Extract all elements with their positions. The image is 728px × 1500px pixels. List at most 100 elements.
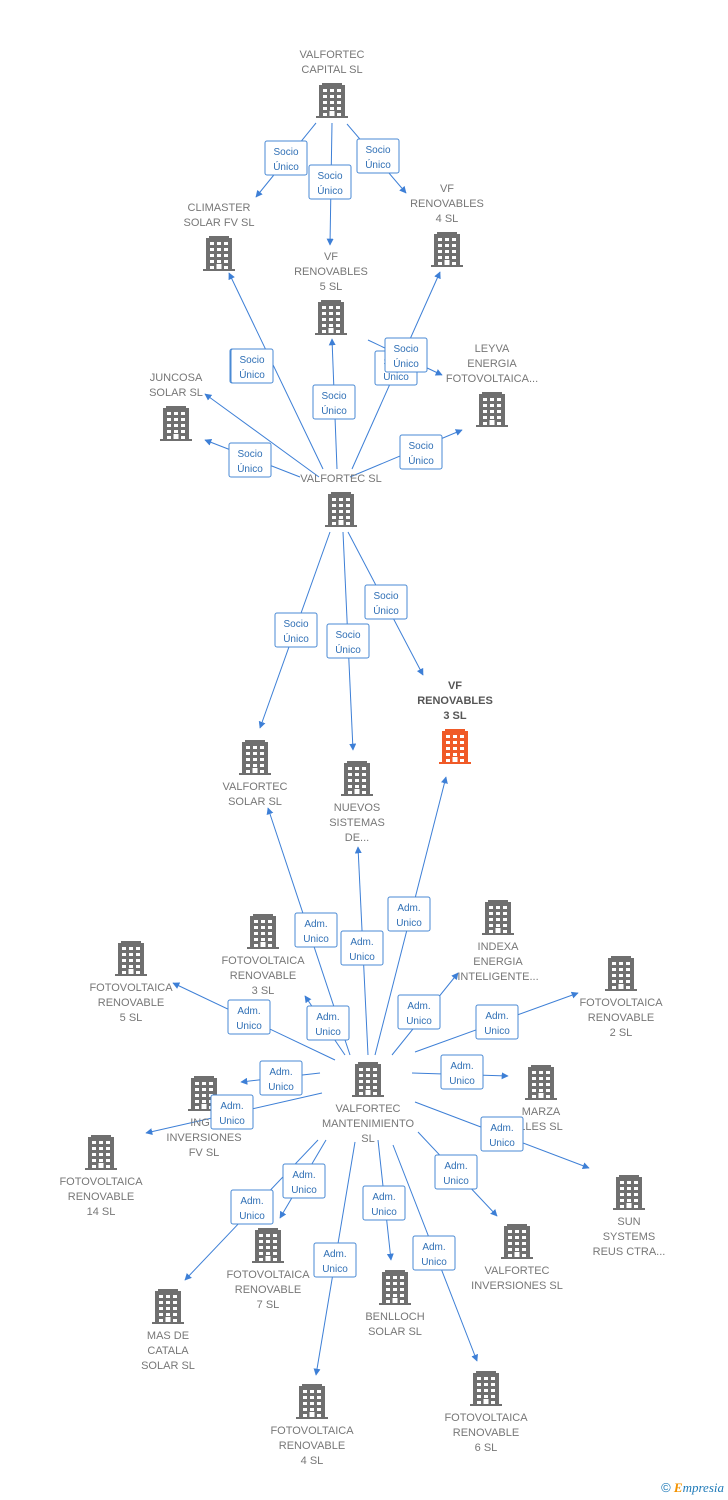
company-name: 5 SL (320, 281, 343, 293)
edge-label[interactable]: Adm.Unico (210, 1094, 254, 1130)
edge-label[interactable]: Adm.Unico (282, 1163, 326, 1199)
edge-label[interactable]: Adm.Unico (480, 1116, 524, 1152)
edge-label-box (264, 140, 308, 176)
building-icon (501, 1224, 533, 1259)
brand-initial: E (673, 1480, 683, 1495)
company-name: VALFORTEC SL (300, 473, 382, 485)
company-name: DE... (345, 832, 369, 844)
edge-label-box (210, 1094, 254, 1130)
edge-label[interactable]: Adm.Unico (306, 1005, 350, 1041)
edge-label[interactable]: Adm.Unico (259, 1060, 303, 1096)
edge-label-text: Socio (393, 344, 418, 355)
company-name: INDEXA (478, 941, 520, 953)
edge-label-text: Unico (219, 1116, 245, 1127)
edge-label[interactable]: Adm.Unico (362, 1185, 406, 1221)
edge-label[interactable]: Adm.Unico (227, 999, 271, 1035)
company-node-leyva[interactable]: LEYVAENERGIAFOTOVOLTAICA... (446, 343, 538, 427)
edge-label[interactable]: Adm.Unico (340, 930, 384, 966)
edge-label-text: Único (317, 184, 343, 197)
edge-label-box (228, 442, 272, 478)
building-icon (379, 1270, 411, 1305)
company-name: MANTENIMIENTO (322, 1118, 415, 1130)
edge-label-text: Adm. (237, 1006, 260, 1017)
company-name: VALFORTEC (223, 781, 288, 793)
edge-label-text: Único (365, 158, 391, 171)
building-icon (525, 1065, 557, 1100)
edge-label-text: Adm. (444, 1161, 467, 1172)
edge-label[interactable]: Adm.Unico (397, 994, 441, 1030)
edge-label-box (230, 1189, 274, 1225)
edge-label[interactable]: Adm.Unico (230, 1189, 274, 1225)
copyright-symbol: © (661, 1480, 671, 1495)
edge-label-box (399, 434, 443, 470)
edge-label-text: Socio (408, 441, 433, 452)
edge-label-text: Único (408, 454, 434, 467)
edge-label-text: Adm. (485, 1011, 508, 1022)
edge-label-text: Socio (365, 145, 390, 156)
building-icon (341, 761, 373, 796)
edge-label[interactable]: Adm. Unico (475, 1004, 519, 1040)
edge-label-text: Único (393, 357, 419, 370)
company-node-vsolar[interactable]: VALFORTEC SOLAR SL (223, 740, 288, 808)
company-name: 6 SL (475, 1442, 498, 1454)
company-name: REUS CTRA... (593, 1246, 666, 1258)
edge-label[interactable]: Adm.Unico (313, 1242, 357, 1278)
company-name: SOLAR SL (228, 796, 282, 808)
company-name: SOLAR FV SL (184, 217, 255, 229)
edge-label-box (434, 1154, 478, 1190)
edge-label[interactable]: Adm.Unico (434, 1154, 478, 1190)
company-node-nuevos[interactable]: NUEVOSSISTEMASDE... (329, 761, 385, 844)
company-node-indexa[interactable]: INDEXAENERGIAINTELIGENTE... (457, 900, 539, 983)
edge-label-text: Socio (239, 355, 264, 366)
company-name: VALFORTEC (485, 1265, 550, 1277)
edge-label[interactable]: Adm.Unico (412, 1235, 456, 1271)
edge-label-box (384, 337, 428, 373)
edge-label[interactable]: Adm.Unico (387, 896, 431, 932)
company-node-valfortec[interactable]: VALFORTEC SL (300, 473, 382, 527)
edge-label[interactable]: Adm.Unico (294, 912, 338, 948)
building-icon (470, 1371, 502, 1406)
company-name: MAS DE (147, 1330, 189, 1342)
edge-label-text: Unico (484, 1026, 510, 1037)
company-name: INTELIGENTE... (457, 971, 538, 983)
company-name: RENOVABLES (417, 695, 493, 707)
copyright-notice[interactable]: © Empresia (661, 1480, 724, 1496)
edge-label-text: Único (273, 160, 299, 173)
company-name: RENOVABLE (98, 997, 164, 1009)
company-name: JUNCOSA (150, 372, 203, 384)
company-name: FOTOVOLTAICA (270, 1425, 354, 1437)
edge-label-text: Unico (349, 952, 375, 963)
edge-label[interactable]: Adm.Unico (440, 1054, 484, 1090)
company-name: MARZA (522, 1106, 561, 1118)
